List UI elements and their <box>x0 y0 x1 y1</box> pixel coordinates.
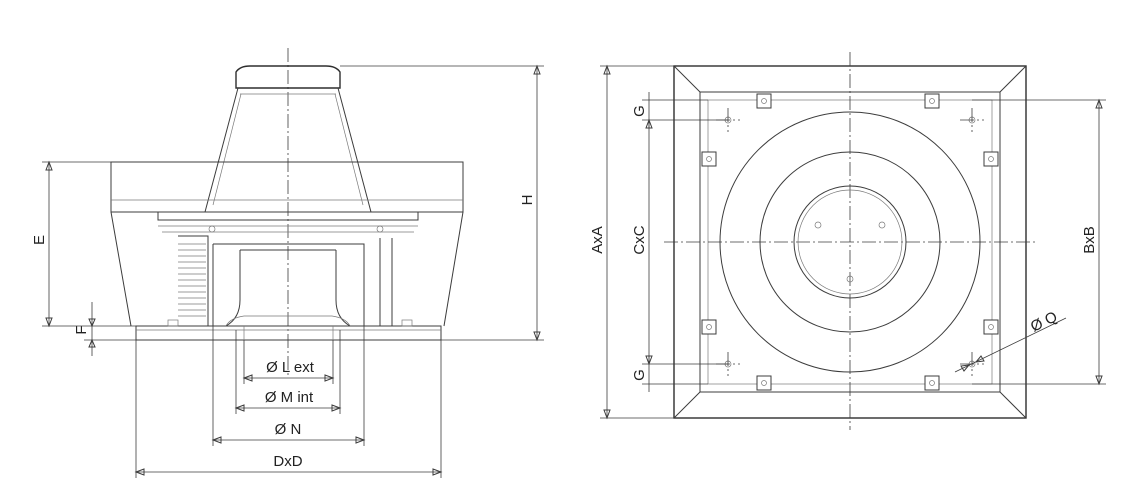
dim-label-l: Ø L ext <box>266 359 315 376</box>
dim-label-h: H <box>519 195 536 206</box>
inlet-cone <box>225 250 351 327</box>
side-view: E F H Ø L ext Ø M int Ø N <box>31 48 544 478</box>
dim-label-f: F <box>73 325 90 334</box>
middle-circle <box>759 151 941 333</box>
dim-label-b: BxB <box>1081 226 1098 254</box>
housing-skirt <box>110 211 464 327</box>
dim-label-a: AxA <box>589 226 606 254</box>
inner-circle <box>793 185 907 299</box>
impeller <box>212 243 365 326</box>
top-cap <box>235 65 341 89</box>
base-flange <box>135 325 442 341</box>
dim-label-m: Ø M int <box>265 389 314 406</box>
motor-cone <box>204 87 372 213</box>
housing-top-band <box>110 161 464 213</box>
dim-label-g-top: G <box>631 105 648 117</box>
top-view: AxA CxC G G BxB Ø Q <box>589 52 1106 430</box>
flange-plate <box>157 211 419 221</box>
dim-label-c: CxC <box>631 225 648 254</box>
dim-label-n: Ø N <box>275 421 302 438</box>
dim-label-g-bottom: G <box>631 369 648 381</box>
mount-brackets <box>701 93 999 391</box>
dim-label-d: DxD <box>273 453 302 470</box>
dim-label-e: E <box>31 235 48 245</box>
louvres <box>178 235 209 327</box>
dim-label-q: Ø Q <box>1028 308 1060 335</box>
outer-circle <box>719 111 981 373</box>
